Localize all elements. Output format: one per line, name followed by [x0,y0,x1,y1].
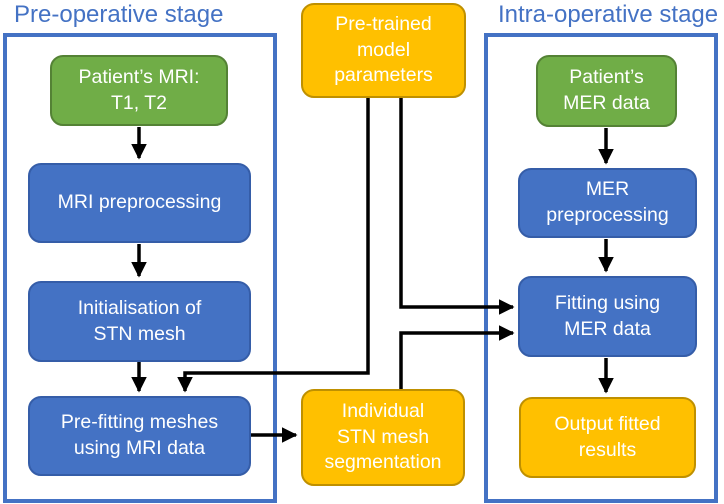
node-pre-trained-model-parameters: Pre-trained model parameters [301,3,466,98]
node-pre-trained-model-parameters-label: Pre-trained model parameters [334,12,433,87]
node-mer-preprocessing: MER preprocessing [518,168,697,238]
node-output-fitted-results: Output fitted results [519,397,696,478]
pre-operative-stage-title: Pre-operative stage [14,1,224,28]
arrow-segmentation-to-fitting [399,325,515,389]
node-individual-stn-mesh-segmentation: Individual STN mesh segmentation [301,389,465,486]
node-fitting-using-mer-data: Fitting using MER data [518,276,697,357]
intra-operative-stage-title: Intra-operative stage [498,1,719,28]
node-fitting-using-mer-data-label: Fitting using MER data [554,291,661,340]
node-mer-preprocessing-label: MER preprocessing [546,178,669,226]
node-pre-fitting-meshes: Pre-fitting meshes using MRI data [28,396,251,476]
node-output-fitted-results-label: Output fitted results [554,412,661,461]
node-individual-stn-mesh-segmentation-label: Individual STN mesh segmentation [324,399,442,474]
arrow-params-to-fitting [399,98,515,315]
node-patients-mri-label: Patient’s MRI: T1, T2 [78,65,200,114]
arrow-params-to-prefitting [177,98,370,393]
node-initialisation-of-stn-mesh-label: Initialisation of STN mesh [77,296,202,345]
node-patients-mri: Patient’s MRI: T1, T2 [50,55,228,126]
node-mri-preprocessing-label: MRI preprocessing [57,191,222,214]
node-mri-preprocessing: MRI preprocessing [28,163,251,243]
node-patients-mer-data: Patient’s MER data [536,55,677,127]
node-patients-mer-data-label: Patient’s MER data [563,66,650,114]
node-initialisation-of-stn-mesh: Initialisation of STN mesh [28,281,251,362]
node-pre-fitting-meshes-label: Pre-fitting meshes using MRI data [60,411,219,459]
